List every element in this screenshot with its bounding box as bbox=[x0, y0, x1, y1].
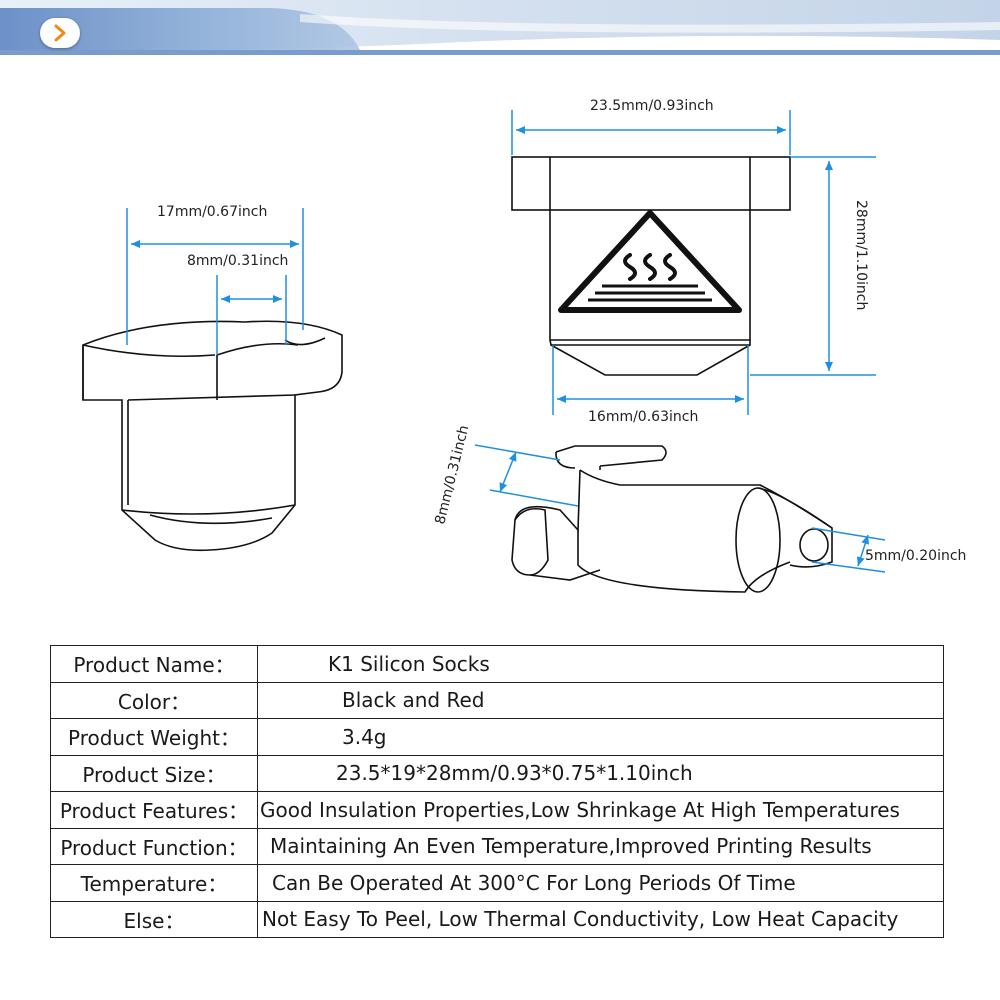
spec-value: Good Insulation Properties,Low Shrinkage… bbox=[257, 791, 944, 829]
side-dimension-lines bbox=[511, 110, 876, 415]
spec-row: Temperature：Can Be Operated At 300°C For… bbox=[50, 864, 944, 902]
front-view bbox=[82, 320, 343, 552]
spec-row: Product Name：K1 Silicon Socks bbox=[50, 645, 944, 683]
spec-value: Not Easy To Peel, Low Thermal Conductivi… bbox=[257, 900, 944, 938]
front-inner-label: 8mm/0.31inch bbox=[187, 253, 288, 269]
spec-label: Product Features： bbox=[50, 791, 258, 829]
next-button[interactable] bbox=[40, 18, 80, 48]
side-width-label: 23.5mm/0.93inch bbox=[590, 98, 714, 114]
spec-row: Product Function：Maintaining An Even Tem… bbox=[50, 827, 944, 865]
spec-label: Product Size： bbox=[50, 754, 258, 792]
spec-row: Color：Black and Red bbox=[50, 681, 944, 719]
iso-dimension-lines bbox=[474, 444, 886, 573]
spec-value: Can Be Operated At 300°C For Long Period… bbox=[257, 864, 944, 902]
front-width-label: 17mm/0.67inch bbox=[157, 204, 267, 220]
spec-value: 23.5*19*28mm/0.93*0.75*1.10inch bbox=[257, 754, 944, 792]
spec-row: Else：Not Easy To Peel, Low Thermal Condu… bbox=[50, 900, 944, 938]
side-bottom-label: 16mm/0.63inch bbox=[588, 409, 698, 425]
side-height-label: 28mm/1.10inch bbox=[853, 200, 869, 310]
spec-row: Product Features：Good Insulation Propert… bbox=[50, 791, 944, 829]
header-banner bbox=[0, 0, 1000, 60]
chevron-right-icon bbox=[54, 24, 66, 42]
spec-label: Product Weight： bbox=[50, 718, 258, 756]
side-view bbox=[511, 156, 791, 376]
front-dimension-lines bbox=[126, 208, 304, 355]
spec-label: Product Function： bbox=[50, 827, 258, 865]
spec-row: Product Weight：3.4g bbox=[50, 718, 944, 756]
spec-label: Product Name： bbox=[50, 645, 258, 683]
isometric-view bbox=[511, 445, 833, 593]
spec-value: 3.4g bbox=[257, 718, 944, 756]
spec-value: Black and Red bbox=[257, 681, 944, 719]
spec-value: Maintaining An Even Temperature,Improved… bbox=[257, 827, 944, 865]
spec-label: Else： bbox=[50, 900, 258, 938]
dimension-diagram: 17mm/0.67inch 8mm/0.31inch 23.5mm/0.93in… bbox=[82, 98, 966, 593]
hot-surface-warning-icon bbox=[558, 210, 742, 313]
spec-value: K1 Silicon Socks bbox=[257, 645, 944, 683]
iso-height-label: 8mm/0.31inch bbox=[432, 424, 472, 526]
spec-label: Temperature： bbox=[50, 864, 258, 902]
spec-label: Color： bbox=[50, 681, 258, 719]
iso-nozzle-label: 5mm/0.20inch bbox=[865, 548, 966, 564]
spec-row: Product Size：23.5*19*28mm/0.93*0.75*1.10… bbox=[50, 754, 944, 792]
